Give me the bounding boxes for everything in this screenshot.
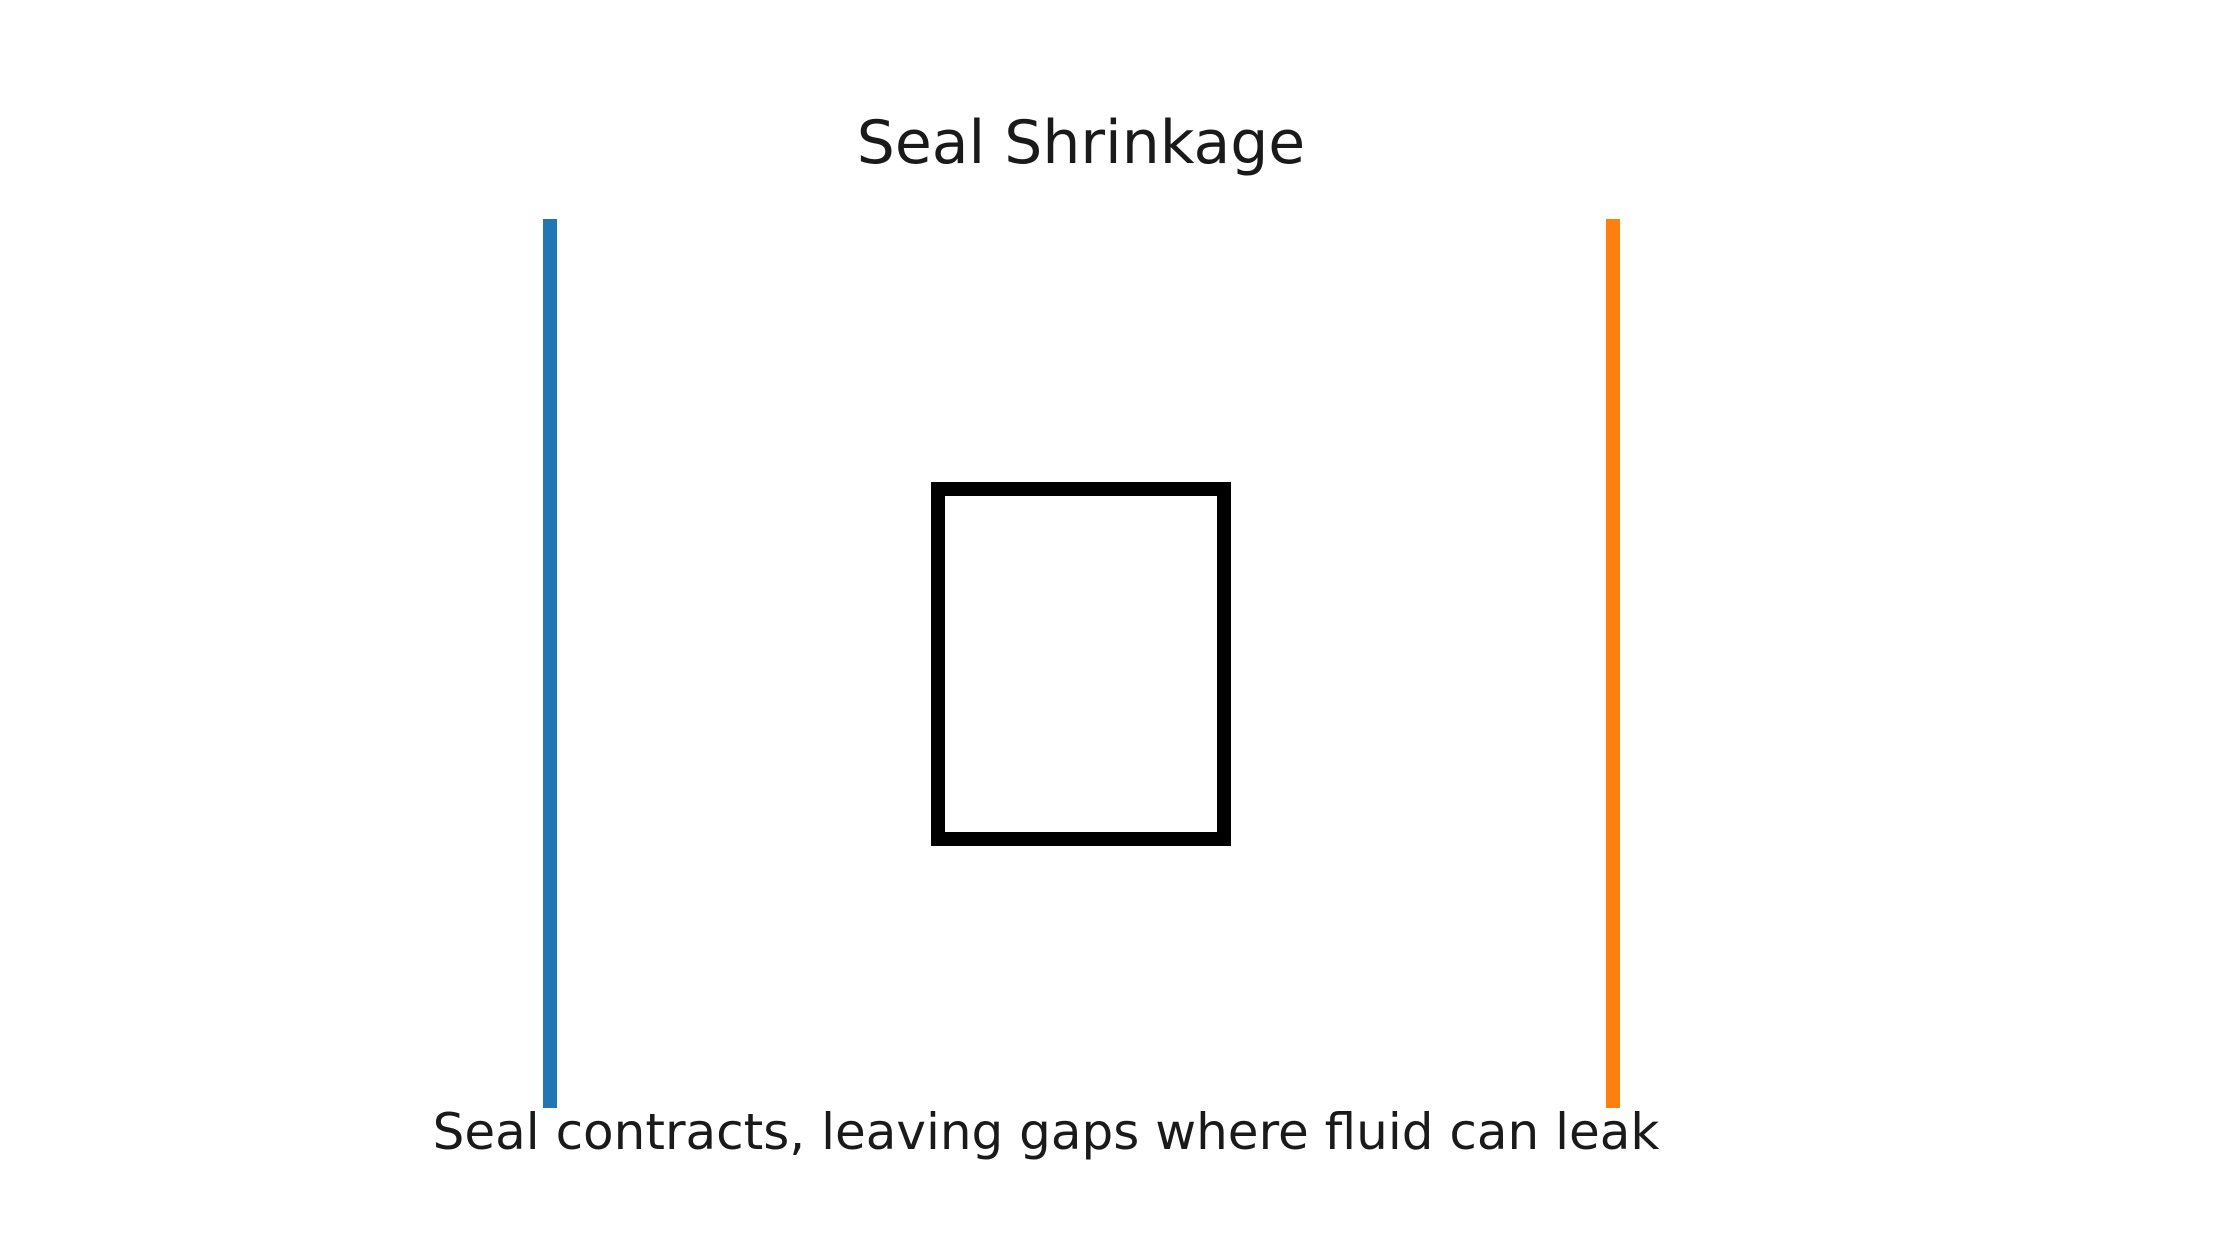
diagram-title: Seal Shrinkage [856,108,1306,178]
diagram-caption: Seal contracts, leaving gaps where fluid… [432,1103,1660,1161]
shrunken-seal-rectangle [931,482,1231,846]
right-wall-line [1606,219,1620,1108]
left-wall-line [543,219,557,1108]
